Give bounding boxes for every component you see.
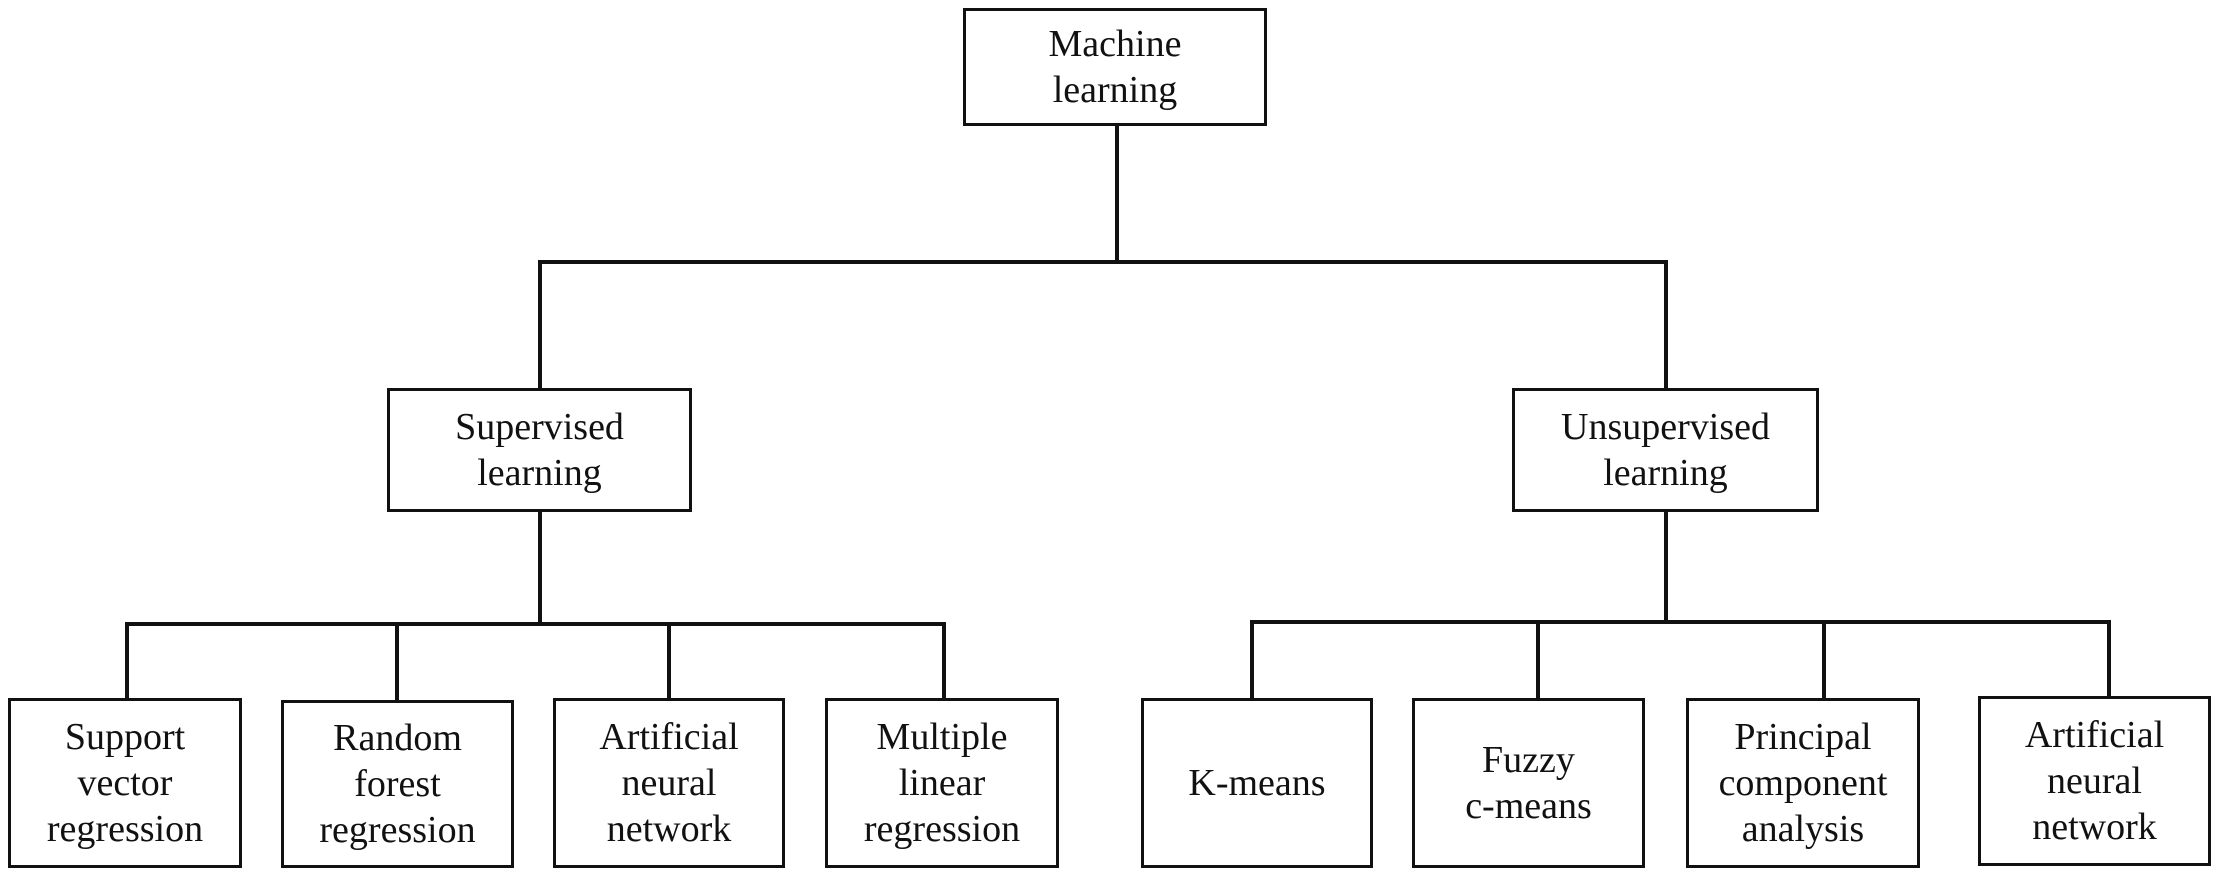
unsupervised-learning-label: Unsupervised learning xyxy=(1561,406,1770,494)
support-vector-regression-label: Support vector regression xyxy=(46,716,204,850)
fuzzy-c-means-node: Fuzzy c-means xyxy=(1412,698,1645,868)
artificial-neural-network-supervised-label: Artificial neural network xyxy=(599,716,739,850)
multiple-linear-regression-label: Multiple linear regression xyxy=(863,716,1021,850)
artificial-neural-network-supervised-node: Artificial neural network xyxy=(553,698,785,868)
multiple-linear-regression-node: Multiple linear regression xyxy=(825,698,1059,868)
principal-component-analysis-node: Principal component analysis xyxy=(1686,698,1920,868)
supervised-learning-node: Supervised learning xyxy=(387,388,692,512)
unsupervised-learning-node: Unsupervised learning xyxy=(1512,388,1819,512)
machine-learning-label: Machine learning xyxy=(1048,23,1182,111)
artificial-neural-network-unsupervised-node: Artificial neural network xyxy=(1978,696,2211,866)
artificial-neural-network-unsupervised-label: Artificial neural network xyxy=(2024,714,2165,848)
machine-learning-node: Machine learning xyxy=(963,8,1267,126)
fuzzy-c-means-label: Fuzzy c-means xyxy=(1465,739,1592,827)
k-means-label: K-means xyxy=(1188,762,1326,804)
random-forest-regression-label: Random forest regression xyxy=(319,717,476,851)
supervised-learning-label: Supervised learning xyxy=(455,406,624,494)
random-forest-regression-node: Random forest regression xyxy=(281,700,514,868)
principal-component-analysis-label: Principal component analysis xyxy=(1718,716,1888,850)
k-means-node: K-means xyxy=(1141,698,1373,868)
support-vector-regression-node: Support vector regression xyxy=(8,698,242,868)
